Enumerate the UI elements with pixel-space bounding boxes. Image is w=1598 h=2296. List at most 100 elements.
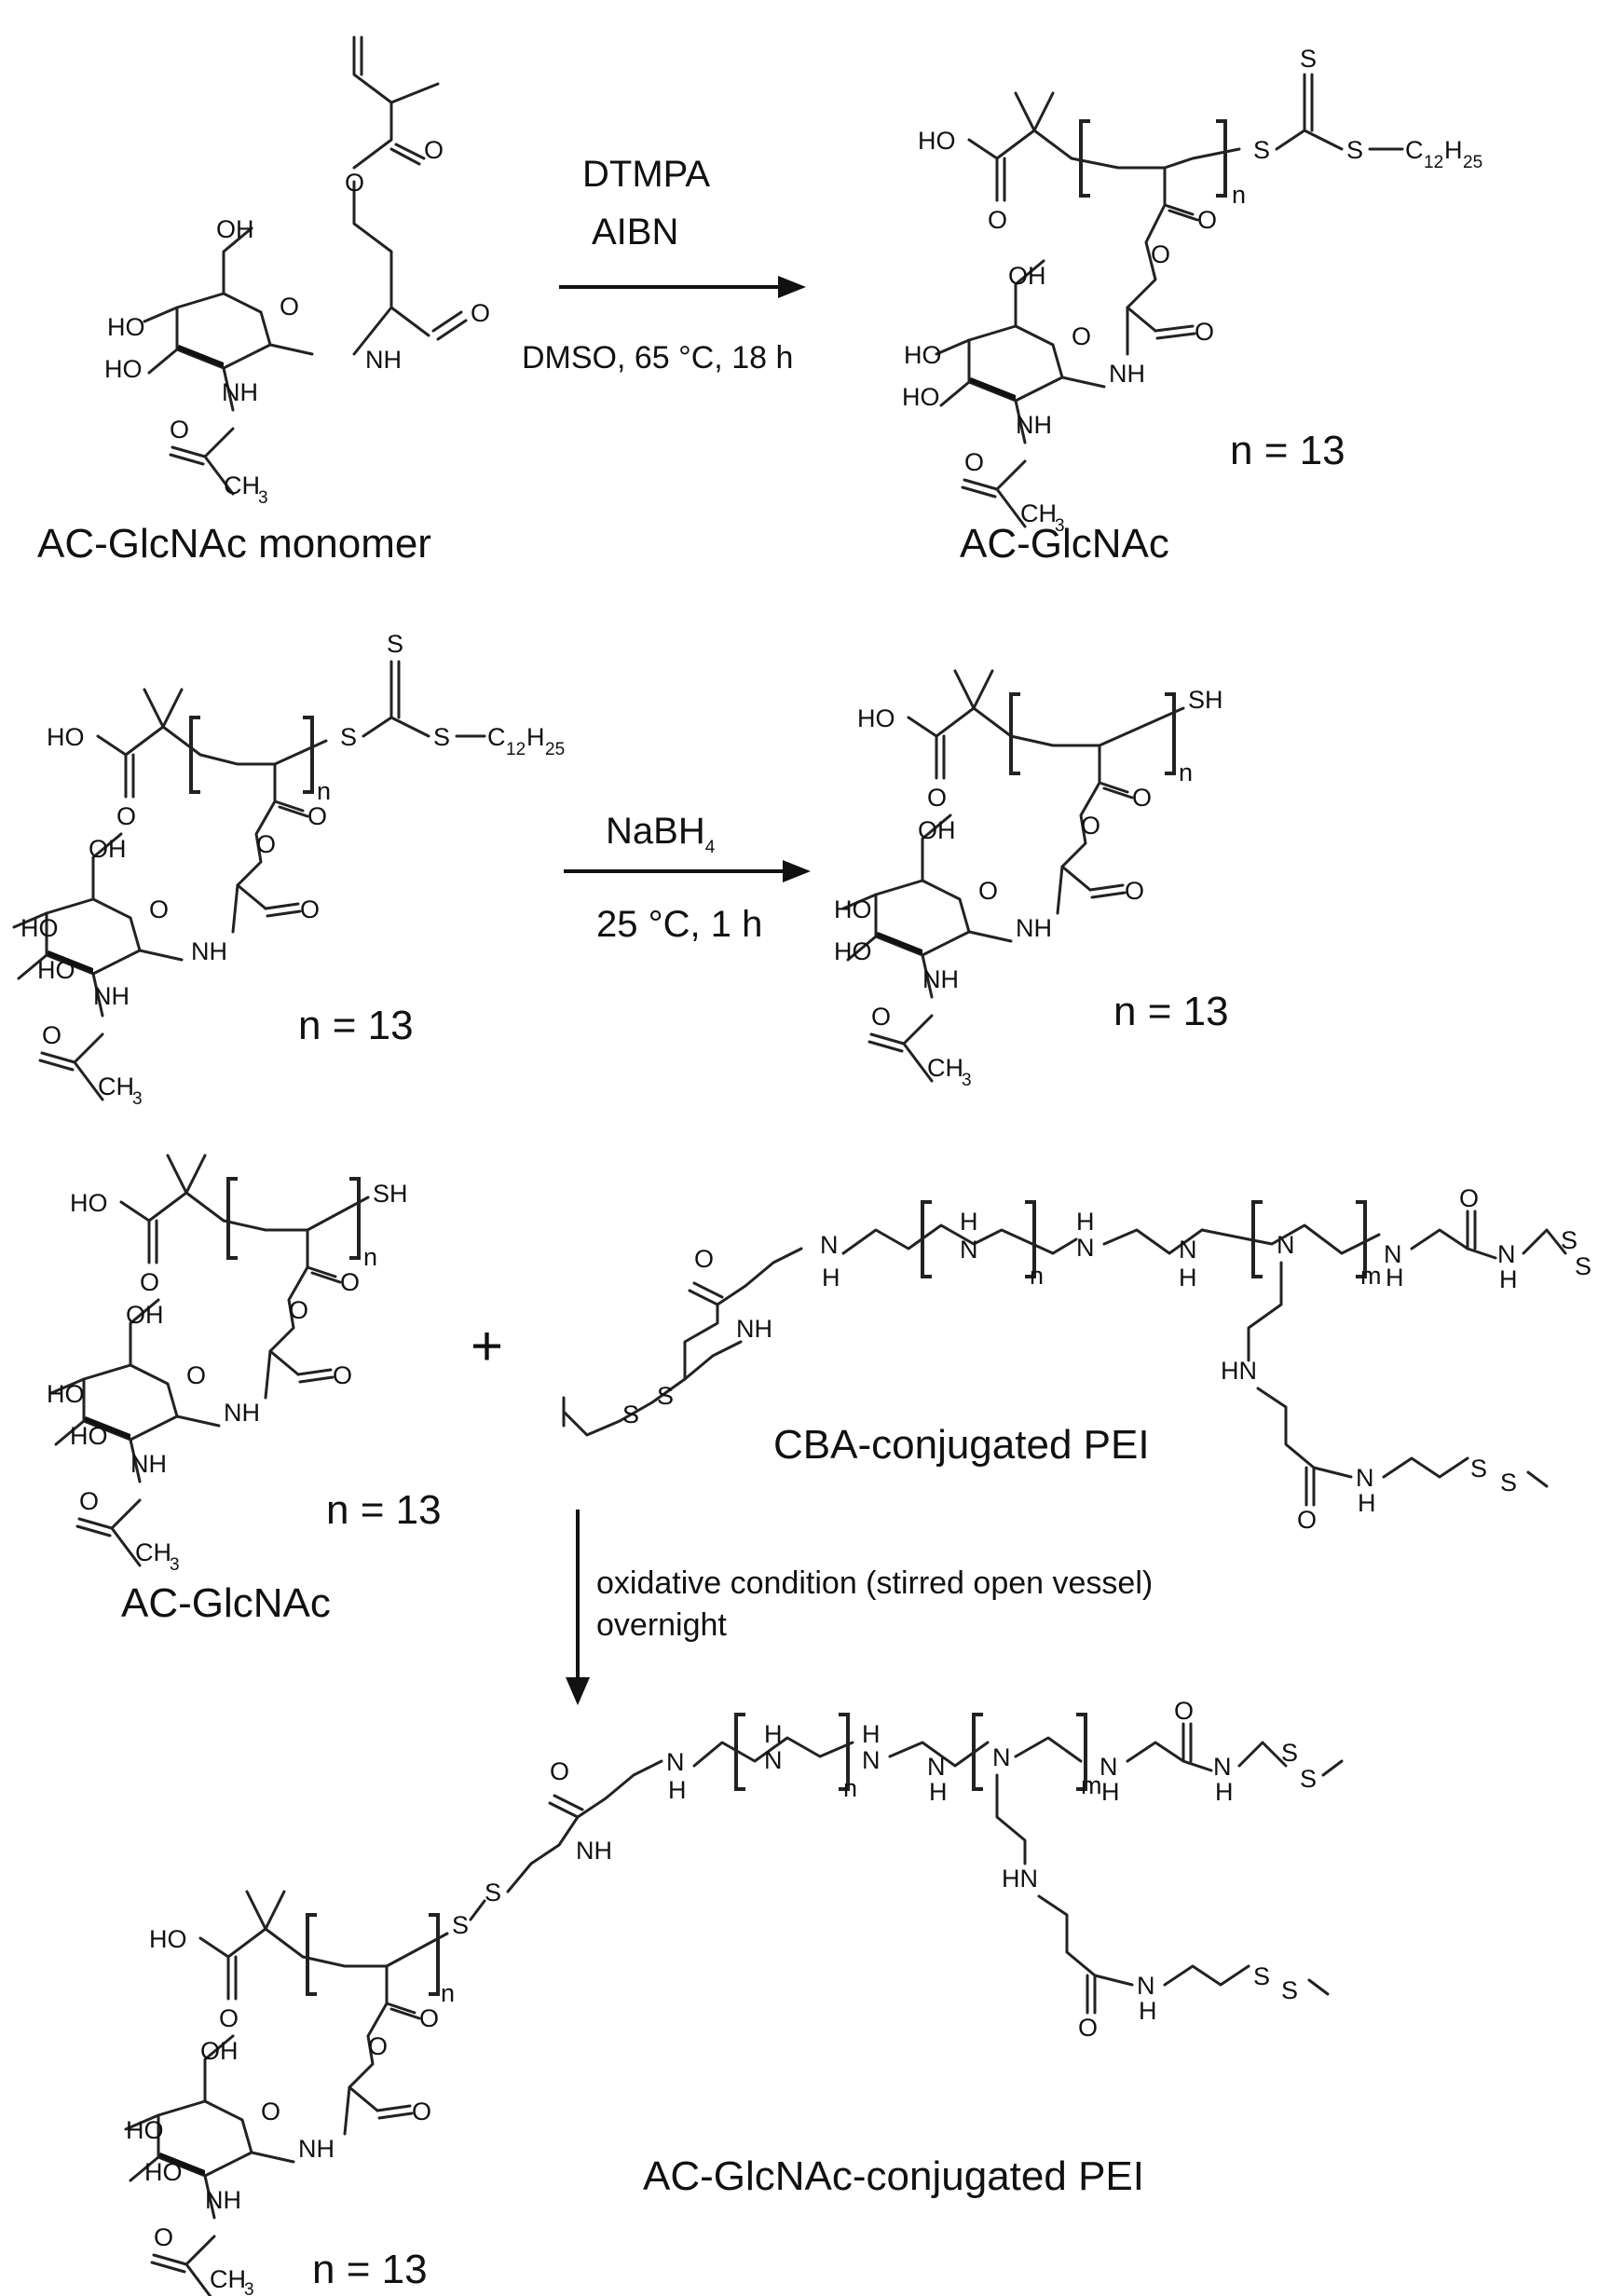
product-final-label: AC-GlcNAc-conjugated PEI xyxy=(643,2153,1144,2199)
svg-text:3: 3 xyxy=(258,488,268,508)
conditions-1: DMSO, 65 °C, 18 h xyxy=(522,340,793,376)
svg-text:H: H xyxy=(1076,1208,1095,1236)
svg-text:HO: HO xyxy=(834,937,872,965)
svg-text:O: O xyxy=(186,1361,206,1389)
svg-text:N: N xyxy=(960,1236,978,1264)
svg-text:HO: HO xyxy=(904,341,942,369)
svg-text:NH: NH xyxy=(1016,914,1052,942)
svg-text:H: H xyxy=(1179,1264,1197,1292)
svg-text:O: O xyxy=(149,895,169,923)
svg-text:O: O xyxy=(219,2004,239,2032)
svg-text:O: O xyxy=(1081,812,1100,840)
svg-text:H: H xyxy=(1139,1997,1157,2025)
svg-text:S: S xyxy=(657,1382,674,1410)
product-1-label: AC-GlcNAc xyxy=(960,521,1169,567)
reaction-arrow-1 xyxy=(559,276,806,298)
conditions-3-line1: oxidative condition (stirred open vessel… xyxy=(596,1565,1153,1601)
svg-text:N: N xyxy=(1179,1236,1197,1264)
svg-text:O: O xyxy=(1132,784,1152,812)
conditions-3-line2: overnight xyxy=(596,1607,727,1643)
svg-text:H: H xyxy=(1215,1778,1234,1806)
svg-text:HO: HO xyxy=(70,1422,108,1450)
svg-text:n: n xyxy=(363,1243,377,1271)
svg-text:OH: OH xyxy=(216,215,254,243)
svg-text:S: S xyxy=(1281,1976,1298,2004)
svg-text:NH: NH xyxy=(365,346,402,374)
svg-text:NH: NH xyxy=(222,378,258,406)
svg-text:3: 3 xyxy=(962,1071,972,1090)
svg-text:HO: HO xyxy=(918,127,956,155)
svg-text:H: H xyxy=(764,1720,783,1748)
svg-text:NH: NH xyxy=(224,1399,260,1427)
svg-text:S: S xyxy=(340,723,357,751)
svg-text:O: O xyxy=(289,1296,308,1324)
svg-text:O: O xyxy=(1072,322,1091,350)
reaction-arrow-2 xyxy=(564,860,811,882)
svg-text:N: N xyxy=(1356,1464,1374,1492)
svg-text:O: O xyxy=(871,1003,891,1031)
conditions-2: 25 °C, 1 h xyxy=(596,904,762,945)
svg-text:NH: NH xyxy=(93,982,130,1010)
svg-text:25: 25 xyxy=(545,740,565,759)
svg-text:N: N xyxy=(1497,1240,1516,1268)
svg-text:N: N xyxy=(992,1743,1011,1771)
svg-text:O: O xyxy=(927,784,947,812)
svg-text:OH: OH xyxy=(918,816,956,844)
svg-text:CH: CH xyxy=(210,2265,246,2293)
svg-text:HO: HO xyxy=(37,956,75,984)
svg-text:NH: NH xyxy=(191,937,227,965)
svg-text:O: O xyxy=(261,2098,280,2125)
svg-text:n: n xyxy=(843,1774,857,1802)
svg-text:H: H xyxy=(1386,1264,1404,1292)
svg-text:S: S xyxy=(622,1401,639,1428)
reactant-3a-label: AC-GlcNAc xyxy=(121,1580,331,1626)
svg-text:S: S xyxy=(1561,1226,1578,1254)
svg-text:n: n xyxy=(441,1979,455,2007)
svg-text:3: 3 xyxy=(132,1089,143,1109)
svg-text:N: N xyxy=(1384,1240,1402,1268)
svg-text:HO: HO xyxy=(126,2116,164,2144)
svg-text:HO: HO xyxy=(834,895,872,923)
svg-text:H: H xyxy=(1499,1265,1518,1293)
svg-text:HN: HN xyxy=(1221,1357,1257,1385)
svg-text:HO: HO xyxy=(47,1380,85,1408)
svg-text:OH: OH xyxy=(1008,262,1046,290)
product-2-n: n = 13 xyxy=(1113,989,1229,1034)
svg-text:O: O xyxy=(116,802,136,830)
svg-text:N: N xyxy=(1213,1753,1232,1781)
svg-text:O: O xyxy=(988,206,1007,234)
svg-text:O: O xyxy=(42,1021,61,1049)
svg-text:HO: HO xyxy=(902,383,940,411)
svg-text:C: C xyxy=(487,723,506,751)
svg-text:H: H xyxy=(1101,1778,1120,1806)
svg-text:O: O xyxy=(340,1268,360,1296)
svg-text:12: 12 xyxy=(506,740,526,759)
svg-text:O: O xyxy=(333,1361,352,1389)
svg-text:N: N xyxy=(927,1753,946,1781)
svg-text:O: O xyxy=(1195,318,1214,346)
svg-text:O: O xyxy=(471,299,490,327)
svg-text:H: H xyxy=(960,1208,978,1236)
svg-text:O: O xyxy=(964,448,984,476)
svg-text:O: O xyxy=(79,1487,99,1515)
svg-text:N: N xyxy=(764,1746,783,1774)
svg-text:S: S xyxy=(1300,1765,1317,1793)
svg-text:O: O xyxy=(1174,1697,1194,1725)
svg-text:OH: OH xyxy=(200,2037,239,2065)
svg-text:O: O xyxy=(170,416,189,444)
svg-text:O: O xyxy=(1125,877,1144,905)
svg-text:O: O xyxy=(1151,240,1170,268)
reactant-2-n: n = 13 xyxy=(298,1003,414,1048)
svg-text:O: O xyxy=(424,136,444,164)
svg-text:n: n xyxy=(1179,758,1193,786)
reagent-nabh4: NaBH4 xyxy=(606,811,716,857)
reaction-arrow-3 xyxy=(566,1510,590,1705)
svg-text:CH: CH xyxy=(927,1054,963,1082)
svg-text:12: 12 xyxy=(1424,153,1443,172)
svg-text:H: H xyxy=(1358,1489,1376,1517)
cba-pei-structure: S S NH O N H H N n H N N H N m N H O xyxy=(562,1184,1591,1534)
svg-text:25: 25 xyxy=(1463,153,1482,172)
